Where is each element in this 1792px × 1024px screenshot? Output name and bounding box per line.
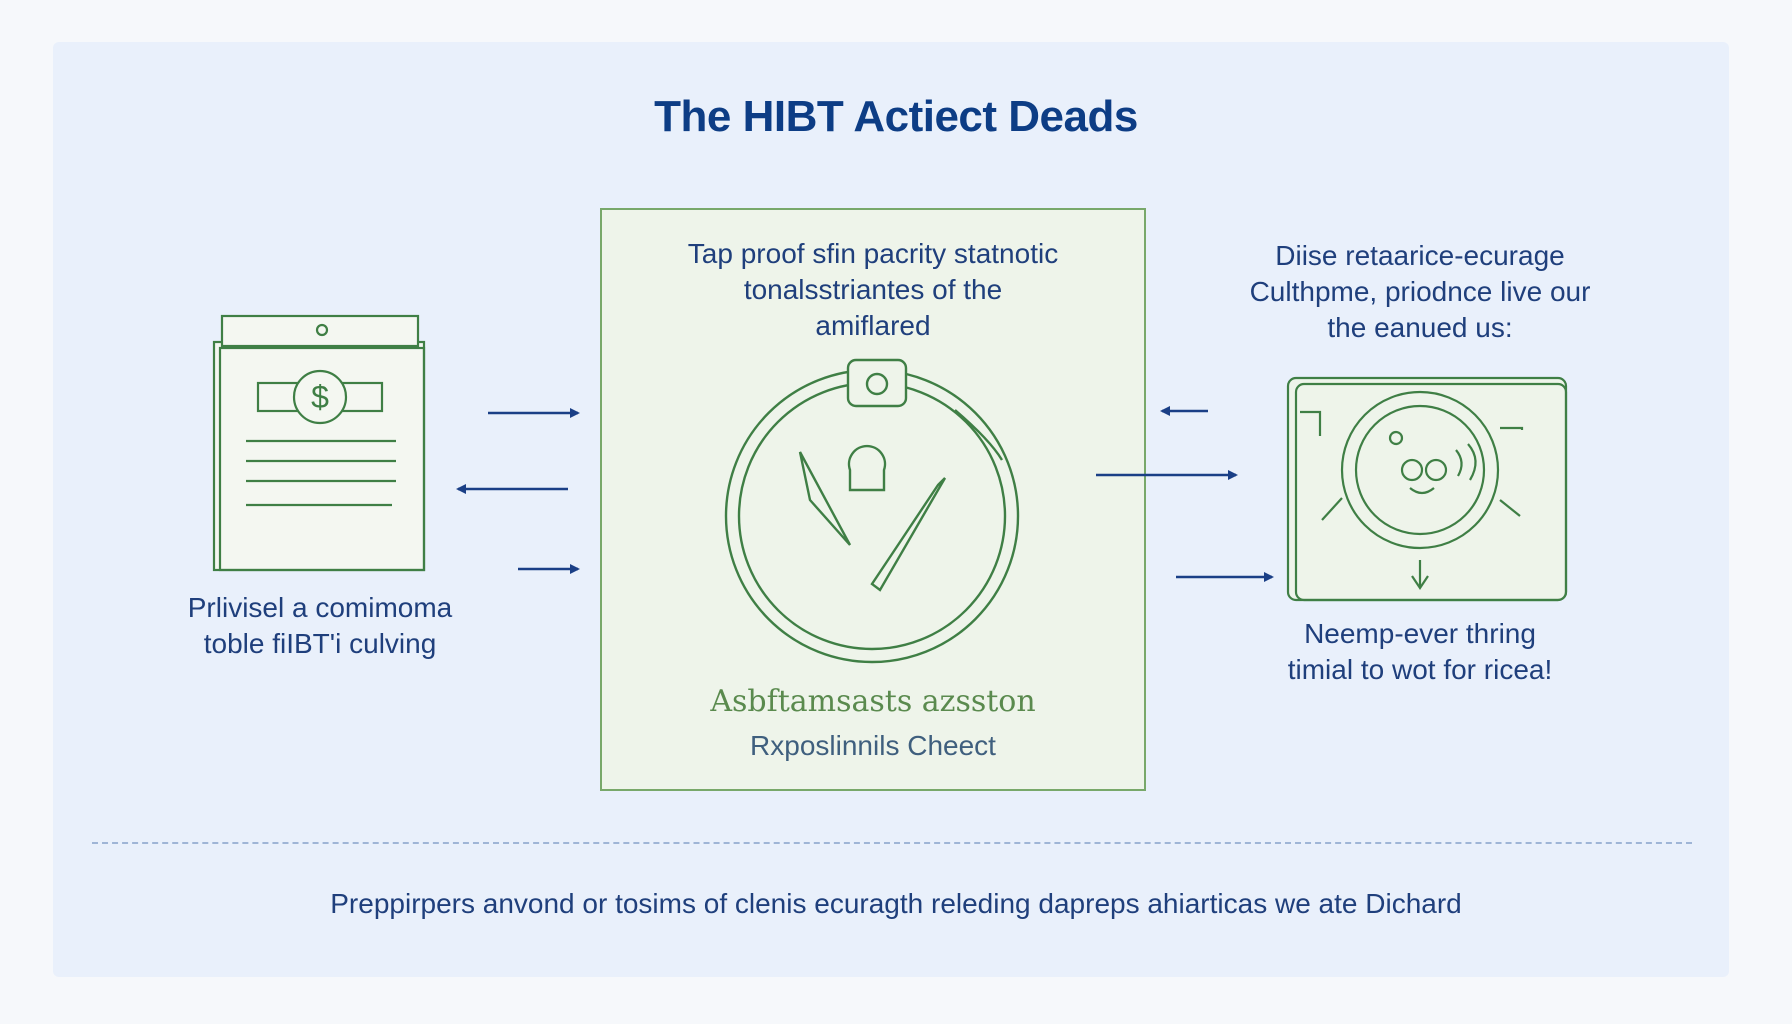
center-label-primary: Asbftamsasts azsston [710,684,1036,719]
center-caption-line-1: Tap proof sfin pacrity statnotic [687,238,1059,269]
right-caption: Diise retaarice-ecurage Culthpme, priodn… [1200,238,1640,346]
left-caption: Prlivisel a comimoma toble fiIBT'i culvi… [160,590,480,662]
center-caption: Tap proof sfin pacrity statnotic tonalss… [600,236,1146,344]
divider [92,842,1692,844]
right-bottom-caption: Neemp-ever thring timial to wot for rice… [1200,616,1640,688]
right-caption-line-2: Culthpme, priodnce live our [1249,276,1591,307]
right-bottom-line-1: Neemp-ever thring [1304,618,1536,649]
page-title: The HIBT Actiect Deads [654,92,1138,141]
center-label-secondary: Rxposlinnils Cheect [750,730,996,761]
center-caption-line-3: amiflared [815,310,931,341]
right-caption-line-3: the eanued us: [1327,312,1513,343]
left-caption-line-2: toble fiIBT'i culving [203,628,437,659]
right-bottom-line-2: timial to wot for ricea! [1287,654,1553,685]
right-caption-line-1: Diise retaarice-ecurage [1275,240,1565,271]
footer-text: Preppirpers anvond or tosims of clenis e… [330,888,1462,919]
left-caption-line-1: Prlivisel a comimoma [187,592,453,623]
center-caption-line-2: tonalsstriantes of the [743,274,1003,305]
